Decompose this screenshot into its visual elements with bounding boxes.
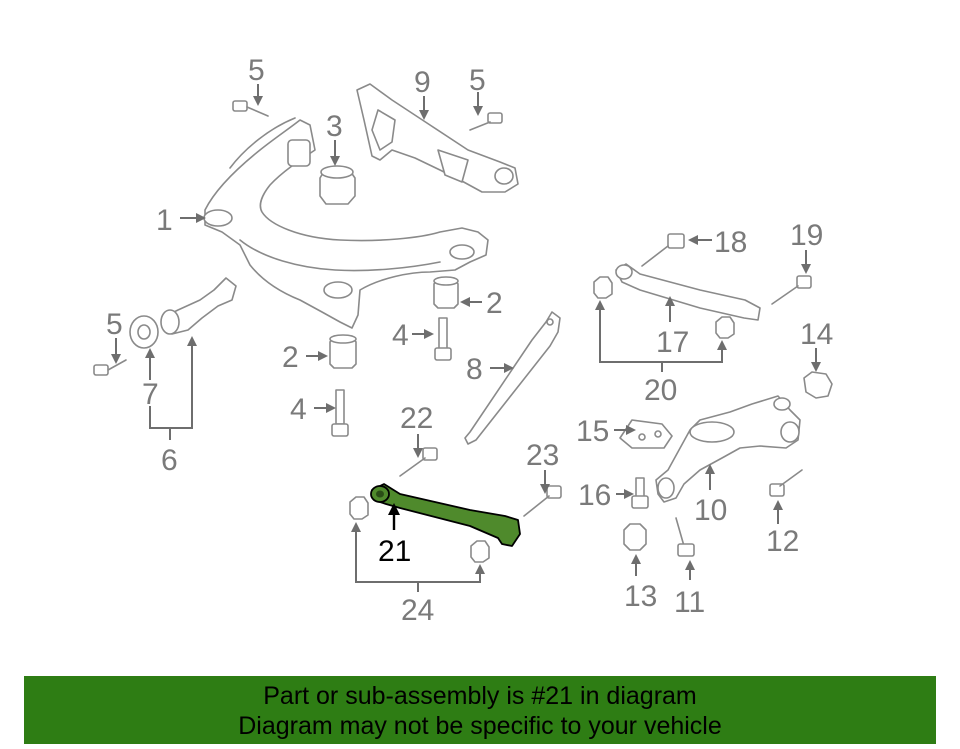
info-banner: Part or sub-assembly is #21 in diagram D… bbox=[24, 676, 936, 744]
callout-9: 9 bbox=[414, 66, 431, 99]
callout-3: 3 bbox=[326, 110, 343, 143]
part-12-bolt bbox=[769, 469, 803, 497]
banner-line-2: Diagram may not be specific to your vehi… bbox=[238, 712, 722, 740]
callout-15: 15 bbox=[576, 415, 609, 448]
part-4-bolt-b bbox=[331, 389, 349, 437]
callout-12: 12 bbox=[766, 525, 799, 558]
callout-17: 17 bbox=[656, 326, 689, 359]
part-13-nut bbox=[623, 523, 647, 551]
part-23-bolt bbox=[523, 485, 562, 517]
part-15-bracket bbox=[619, 419, 673, 449]
callout-5-b: 5 bbox=[469, 64, 486, 97]
callout-4-a: 4 bbox=[392, 319, 409, 352]
callout-23: 23 bbox=[526, 439, 559, 472]
part-22-bolt bbox=[399, 447, 438, 477]
part-24-nut-a bbox=[349, 496, 369, 520]
callout-2-b: 2 bbox=[282, 341, 299, 374]
part-17-upper-link bbox=[615, 263, 761, 321]
part-2-bushing-b bbox=[329, 334, 357, 369]
part-5-bolt-b bbox=[469, 112, 503, 131]
part-11-bolt bbox=[675, 517, 695, 557]
callout-24: 24 bbox=[401, 594, 434, 627]
callout-13: 13 bbox=[624, 580, 657, 613]
part-24-nut-b bbox=[470, 540, 490, 563]
part-18-bolt bbox=[641, 233, 685, 267]
part-3-mount-bushing bbox=[319, 165, 356, 205]
callout-10: 10 bbox=[694, 494, 727, 527]
callout-6: 6 bbox=[161, 444, 178, 477]
callout-1: 1 bbox=[156, 204, 173, 237]
callout-2-a: 2 bbox=[486, 287, 503, 320]
callout-19: 19 bbox=[790, 219, 823, 252]
part-4-bolt-a bbox=[434, 317, 452, 361]
part-19-bolt bbox=[771, 275, 812, 305]
callout-20: 20 bbox=[644, 374, 677, 407]
part-2-bushing-a bbox=[433, 276, 459, 309]
callout-14: 14 bbox=[800, 318, 833, 351]
callout-5-a: 5 bbox=[248, 54, 265, 87]
callout-4-b: 4 bbox=[290, 393, 307, 426]
part-1-crossmember bbox=[203, 117, 489, 329]
part-14-bushing bbox=[803, 371, 833, 399]
part-7-bracket bbox=[160, 277, 237, 335]
callout-22: 22 bbox=[400, 402, 433, 435]
banner-line-1: Part or sub-assembly is #21 in diagram bbox=[263, 682, 697, 710]
callout-16: 16 bbox=[578, 479, 611, 512]
callout-labels: 1 2 2 3 4 4 5 5 5 6 7 8 9 10 11 12 13 14… bbox=[106, 54, 833, 627]
callout-11: 11 bbox=[674, 586, 705, 619]
part-9-differential-mount bbox=[356, 83, 519, 193]
callout-18: 18 bbox=[714, 226, 747, 259]
part-20-nut-a bbox=[593, 276, 613, 299]
part-20-nut-b bbox=[715, 316, 735, 339]
callout-7: 7 bbox=[142, 378, 159, 411]
callout-5-c: 5 bbox=[106, 308, 123, 341]
part-16-bolt bbox=[631, 477, 649, 509]
part-7-bushing bbox=[129, 315, 159, 349]
leader-lines bbox=[111, 84, 821, 592]
callout-8: 8 bbox=[466, 353, 483, 386]
part-5-bolt-c bbox=[93, 359, 127, 376]
callout-21: 21 bbox=[378, 535, 411, 568]
part-5-bolt-a bbox=[232, 100, 269, 117]
part-10-trailing-arm bbox=[655, 395, 801, 503]
exploded-parts-diagram: 1 2 2 3 4 4 5 5 5 6 7 8 9 10 11 12 13 14… bbox=[93, 54, 833, 627]
